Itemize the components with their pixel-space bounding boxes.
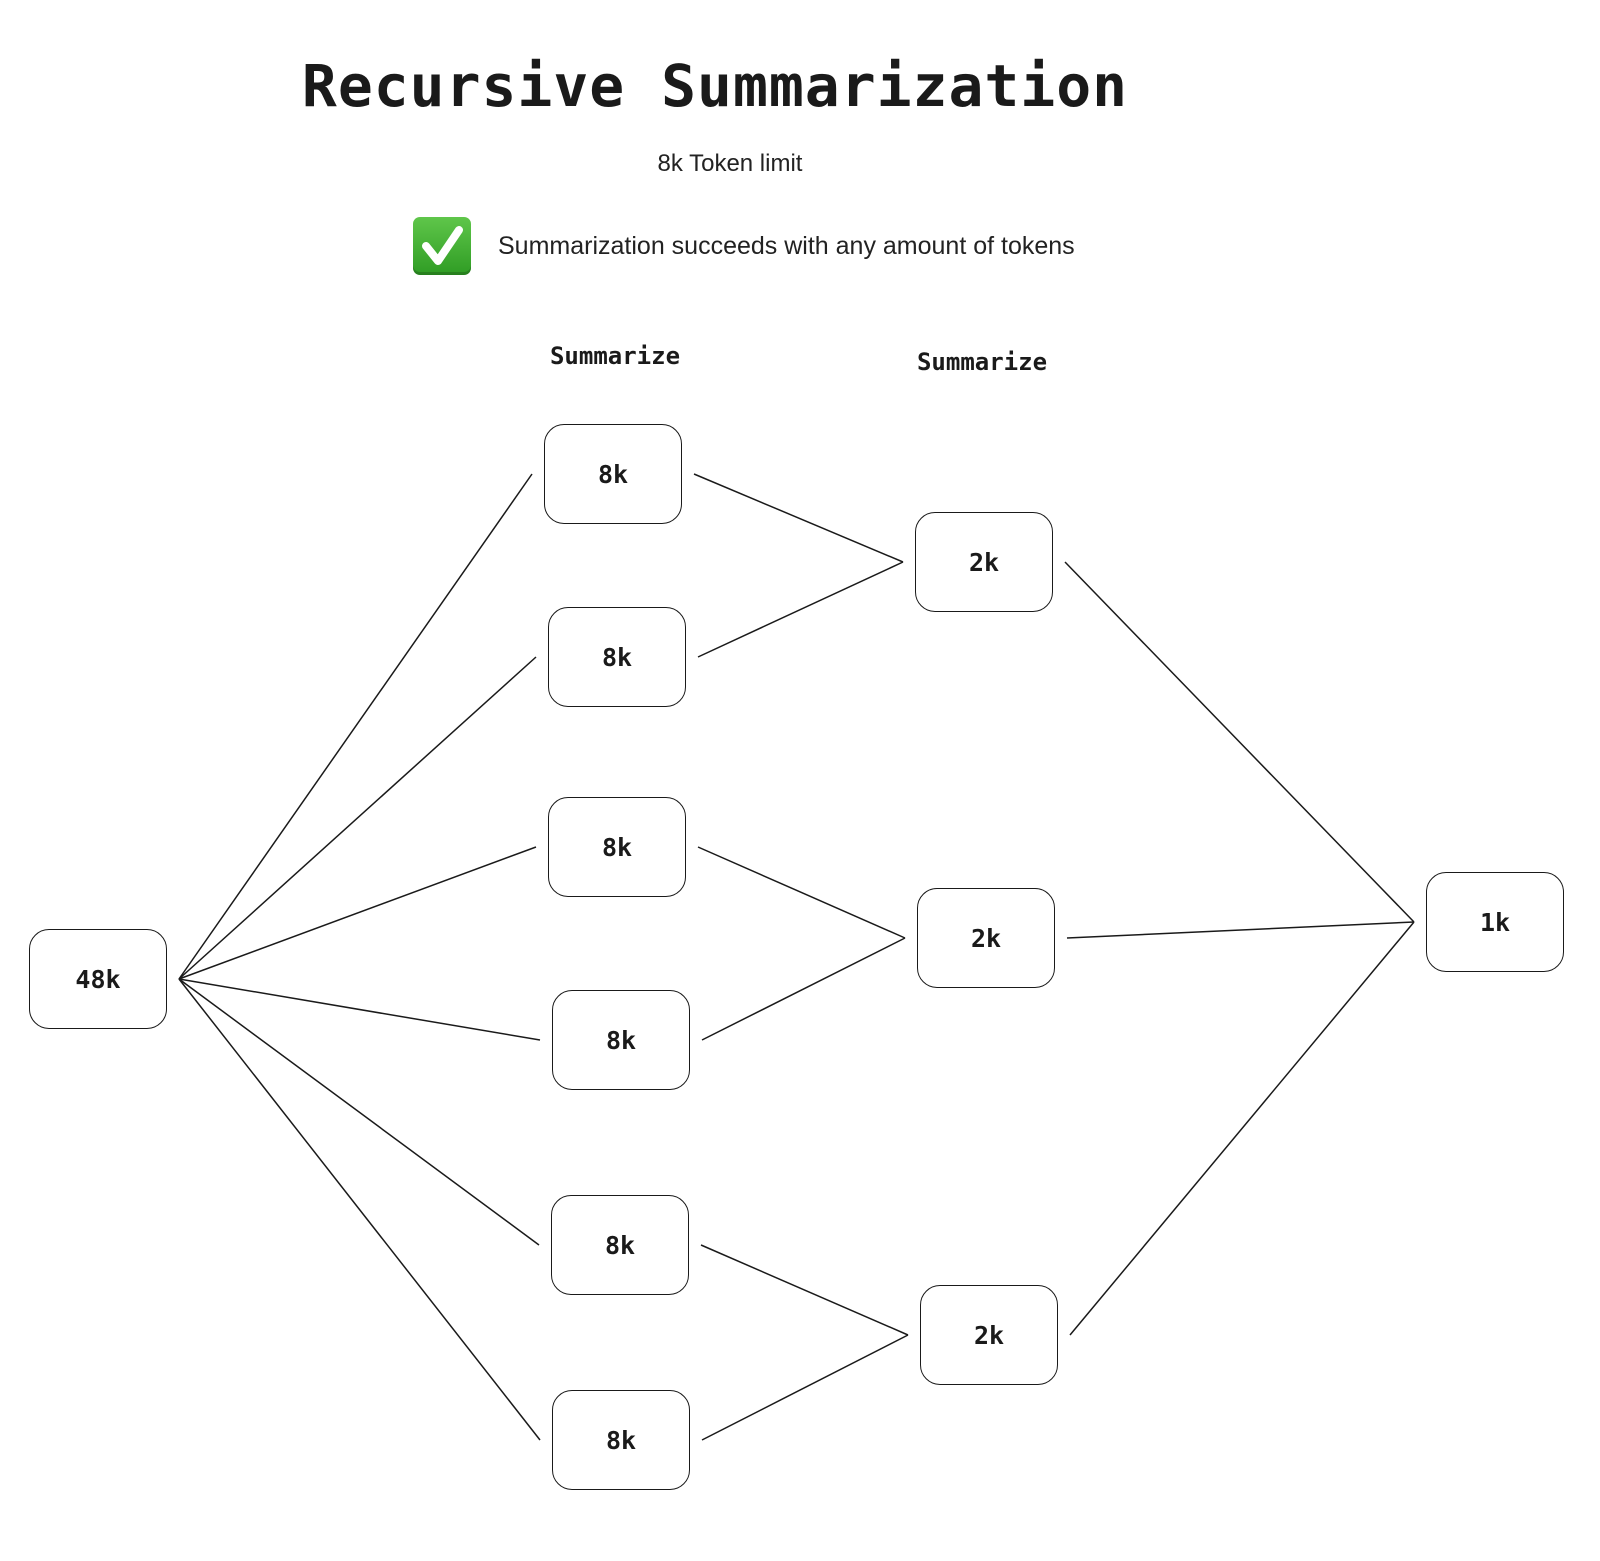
edge-b3-final [1069,921,1415,1336]
edge-root-a6 [178,978,541,1441]
node-level2-2: 2k [917,888,1055,988]
stage-label-summarize-second: Summarize [916,348,1048,376]
node-level2-3: 2k [920,1285,1058,1385]
edge-a2-b1 [697,561,904,658]
node-level1-3: 8k [548,797,686,897]
stage-label-summarize-first: Summarize [549,342,681,370]
status-row: Summarization succeeds with any amount o… [413,216,1075,276]
edge-a5-b3 [700,1244,909,1336]
edge-a6-b3 [701,1334,909,1441]
edge-b2-final [1066,921,1415,939]
edge-root-a1 [178,473,533,980]
token-limit-subtitle: 8k Token limit [657,150,803,177]
node-level1-1: 8k [544,424,682,524]
node-level1-6: 8k [552,1390,690,1490]
edge-root-a2 [178,656,537,980]
node-root: 48k [29,929,167,1029]
edge-root-a3 [178,846,537,980]
node-level1-5: 8k [551,1195,689,1295]
check-mark-button-icon [413,217,471,275]
node-level2-1: 2k [915,512,1053,612]
edge-root-a5 [178,978,540,1246]
node-level1-4: 8k [552,990,690,1090]
node-final: 1k [1426,872,1564,972]
status-text: Summarization succeeds with any amount o… [498,231,1075,260]
edge-a1-b1 [693,473,904,563]
edge-a4-b2 [701,937,906,1041]
diagram-title: Recursive Summarization [301,52,1129,120]
node-level1-2: 8k [548,607,686,707]
edge-root-a4 [178,978,541,1041]
edge-b1-final [1064,561,1415,923]
edge-a3-b2 [697,846,906,939]
